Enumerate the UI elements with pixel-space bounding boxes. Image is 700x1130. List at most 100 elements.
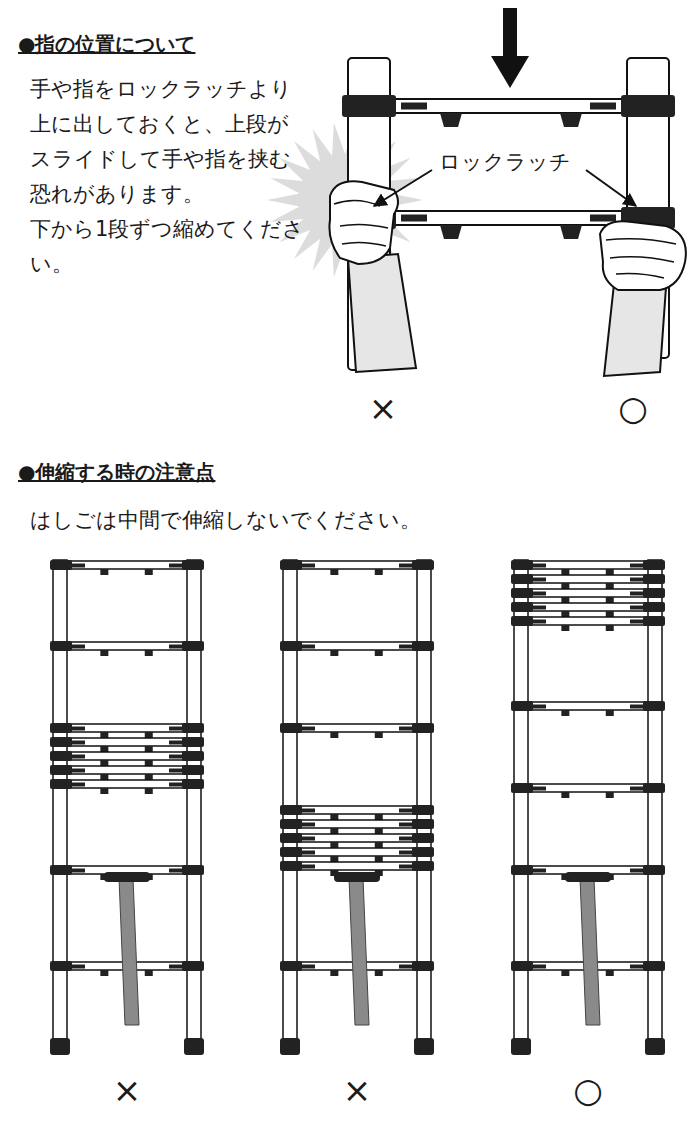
rung-tab — [330, 970, 338, 976]
push-arrow — [503, 8, 517, 60]
rung-slot — [301, 645, 315, 649]
ladder-post — [514, 560, 528, 1045]
lock-latch — [643, 865, 665, 875]
rung-slot — [71, 564, 85, 568]
ladder-post — [53, 560, 67, 1045]
lock-latch — [511, 616, 533, 626]
lock-latch — [511, 865, 533, 875]
rung-tab — [440, 113, 462, 127]
rung-slot — [71, 727, 85, 731]
rung-tab — [606, 597, 614, 603]
callout-label: ロックラッチ — [436, 148, 574, 177]
lock-latch — [643, 574, 665, 584]
rung-tab — [606, 625, 614, 631]
rung-tab — [606, 970, 614, 976]
rung-slot — [399, 965, 413, 969]
rung-slot — [532, 787, 546, 791]
rung-tab — [330, 650, 338, 656]
rung-slot — [399, 809, 413, 813]
rung-slot — [532, 869, 546, 873]
rung-tab — [375, 970, 383, 976]
rung — [522, 603, 654, 611]
rung-slot — [630, 578, 644, 582]
rung-slot — [532, 606, 546, 610]
rung-slot — [71, 869, 85, 873]
rung — [61, 752, 193, 760]
rung-tab — [145, 760, 153, 766]
hand-fingers — [606, 239, 676, 278]
rung — [291, 642, 423, 650]
strap-bracket — [104, 872, 150, 882]
ladder-post — [648, 560, 662, 1045]
lock-latch — [643, 616, 665, 626]
lock-latch — [511, 560, 533, 570]
rung — [61, 780, 193, 788]
rung-slot — [301, 965, 315, 969]
rung-tab — [145, 970, 153, 976]
rung-tab — [375, 732, 383, 738]
ladder-foot — [645, 1038, 665, 1055]
lock-latch — [280, 861, 302, 871]
rung-slot — [399, 837, 413, 841]
rung — [393, 211, 628, 225]
rung-slot — [630, 620, 644, 624]
lock-latch — [643, 701, 665, 711]
rung-tab — [440, 225, 462, 239]
rung-tab — [561, 970, 569, 976]
rung-slot — [71, 645, 85, 649]
lock-latch — [412, 961, 434, 971]
ladder-foot — [184, 1038, 204, 1055]
rung-slot — [630, 564, 644, 568]
arm — [348, 254, 416, 372]
lock-latch — [50, 751, 72, 761]
rung-slot — [301, 851, 315, 855]
rung-tab — [330, 814, 338, 820]
lock-latch — [412, 805, 434, 815]
lock-latch — [511, 701, 533, 711]
lock-latch — [511, 588, 533, 598]
rung-slot — [532, 620, 546, 624]
lock-latch — [280, 560, 302, 570]
lock-latch — [50, 765, 72, 775]
rung-slot — [399, 564, 413, 568]
rung-slot — [301, 837, 315, 841]
rung-slot — [630, 787, 644, 791]
rung-tab — [100, 788, 108, 794]
lock-latch — [280, 833, 302, 843]
rung-tab — [145, 746, 153, 752]
rung-tab — [606, 583, 614, 589]
rung-tab — [606, 611, 614, 617]
rung-slot — [301, 727, 315, 731]
rung-slot — [399, 727, 413, 731]
rung-tab — [560, 225, 582, 239]
section-heading: ●伸縮する時の注意点 — [18, 458, 215, 486]
rung-slot — [169, 965, 183, 969]
lock-latch — [182, 751, 204, 761]
rung — [291, 862, 423, 870]
rung-slot — [71, 965, 85, 969]
note-text: 下から1段ずつ縮めてください。 — [30, 212, 305, 282]
rung — [291, 806, 423, 814]
rung-slot — [590, 215, 616, 222]
hand — [600, 221, 686, 290]
note-text: 手や指をロックラッチより上に出しておくと、上段がスライドして手や指を挟む恐れがあ… — [30, 72, 305, 212]
lock-latch — [280, 961, 302, 971]
lock-latch — [511, 961, 533, 971]
rung-slot — [301, 809, 315, 813]
rung — [291, 820, 423, 828]
lock-latch — [182, 865, 204, 875]
strap — [119, 878, 139, 1025]
rung-tab — [561, 792, 569, 798]
lock-latch — [50, 737, 72, 747]
rung-slot — [169, 645, 183, 649]
rung-tab — [606, 792, 614, 798]
lock-latch — [621, 95, 675, 117]
arm — [604, 284, 666, 376]
rung — [61, 724, 193, 732]
strap — [580, 878, 600, 1025]
rung-tab — [100, 760, 108, 766]
rung-tab — [100, 569, 108, 575]
rung — [291, 848, 423, 856]
rung-slot — [399, 851, 413, 855]
